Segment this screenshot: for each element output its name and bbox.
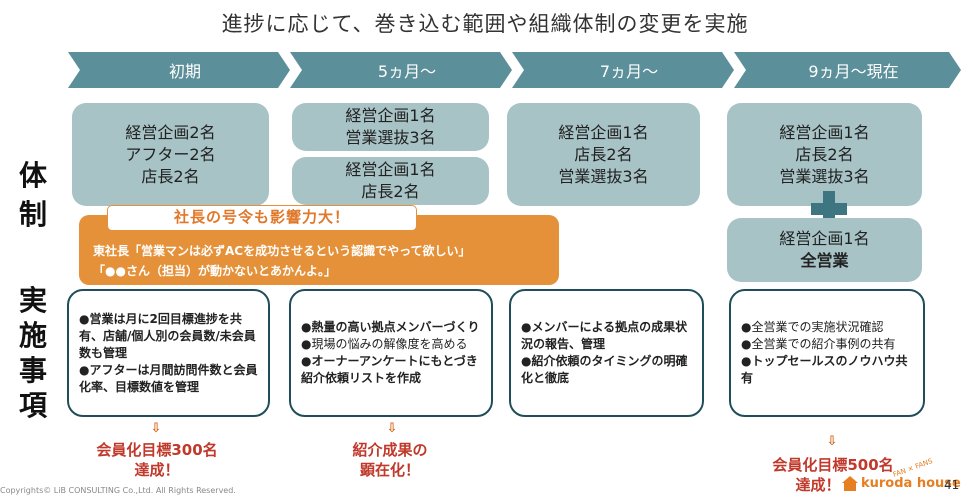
structure-5m-top: 経営企画1名 営業選抜3名 bbox=[292, 103, 489, 151]
down-arrow-icon: ⇩ bbox=[826, 434, 838, 449]
phase-chevron-7m bbox=[512, 52, 734, 88]
down-arrow-icon: ⇩ bbox=[386, 421, 398, 436]
action-item: ●熱量の高い拠点メンバーづくり bbox=[301, 320, 480, 334]
label-actions-char: 実 bbox=[18, 284, 47, 317]
result-line: 顕在化！ bbox=[359, 461, 420, 479]
phase-label-9m: 9ヵ月〜現在 bbox=[808, 62, 899, 81]
result-line: 紹介成果の bbox=[352, 441, 428, 459]
result-line: 会員化目標500名 bbox=[772, 456, 894, 474]
house-icon bbox=[842, 476, 858, 491]
structure-7m: 経営企画1名 店長2名 営業選抜3名 bbox=[507, 103, 700, 206]
action-item: ●紹介依頼のタイミングの明確化と徹底 bbox=[521, 354, 688, 385]
structure-line: アフター2名 bbox=[125, 144, 216, 164]
actions-9m: ●全営業での実施状況確認 ●全営業での紹介事例の共有 ●トップセールスのノウハウ… bbox=[729, 289, 925, 417]
actions-7m: ●メンバーによる拠点の成果状況の報告、管理 ●紹介依頼のタイミングの明確化と徹底 bbox=[509, 289, 704, 417]
brand-name: kuroda house bbox=[861, 476, 961, 491]
action-item: ●メンバーによる拠点の成果状況の報告、管理 bbox=[521, 320, 688, 351]
label-structure-char: 体 bbox=[18, 159, 47, 192]
action-item: ●アフターは月間訪問件数と会員化率、目標数値を管理 bbox=[79, 362, 258, 394]
label-structure: 体 制 bbox=[16, 158, 50, 232]
structure-line: 店長2名 bbox=[574, 144, 633, 164]
structure-line: 経営企画1名 bbox=[779, 229, 870, 248]
action-item: ●全営業での紹介事例の共有 bbox=[741, 337, 896, 351]
structure-line: 全営業 bbox=[800, 251, 849, 270]
structure-line: 営業選抜3名 bbox=[345, 128, 436, 147]
label-structure-char: 制 bbox=[18, 198, 47, 231]
phase-label-5m: 5ヵ月〜 bbox=[377, 62, 437, 81]
structure-line: 店長2名 bbox=[141, 166, 200, 186]
structure-9m-top: 経営企画1名 店長2名 営業選抜3名 bbox=[727, 103, 922, 206]
result-5m: 紹介成果の 顕在化！ bbox=[315, 440, 465, 480]
label-actions-char: 事 bbox=[18, 354, 47, 387]
structure-initial: 経営企画2名 アフター2名 店長2名 bbox=[72, 103, 269, 206]
structure-line: 店長2名 bbox=[361, 182, 420, 201]
president-callout-title: 社長の号令も影響力大！ bbox=[107, 205, 417, 231]
structure-line: 経営企画2名 bbox=[125, 122, 216, 142]
action-item: ●トップセールスのノウハウ共有 bbox=[741, 354, 908, 385]
structure-line: 経営企画1名 bbox=[558, 122, 649, 142]
actions-initial: ●営業は月に2回目標進捗を共有、店舗/個人別の会員数/未会員数も管理 ●アフター… bbox=[67, 289, 270, 417]
label-actions-char: 項 bbox=[18, 389, 47, 422]
structure-line: 経営企画1名 bbox=[779, 122, 870, 142]
phase-label-7m: 7ヵ月〜 bbox=[599, 62, 659, 81]
structure-line: 店長2名 bbox=[795, 144, 854, 164]
copyright-text: Copyrights© LiB CONSULTING Co.,Ltd. All … bbox=[0, 486, 236, 495]
label-actions-char: 施 bbox=[18, 319, 47, 352]
action-item: ●営業は月に2回目標進捗を共有、店舗/個人別の会員数/未会員数も管理 bbox=[79, 311, 256, 360]
phase-chevrons bbox=[68, 52, 961, 88]
president-quote-2: 「●●さん（担当）が動かないとあかんよ。」 bbox=[93, 264, 336, 278]
action-item: ●オーナーアンケートにもとづき紹介依頼リストを作成 bbox=[301, 354, 478, 385]
result-line: 達成！ bbox=[134, 461, 180, 479]
phase-label-initial: 初期 bbox=[168, 62, 201, 81]
action-item: ●全営業での実施状況確認 bbox=[741, 320, 884, 334]
structure-line: 営業選抜3名 bbox=[779, 166, 870, 186]
slide-title: 進捗に応じて、巻き込む範囲や組織体制の変更を実施 bbox=[221, 12, 749, 36]
result-initial: 会員化目標300名 達成！ bbox=[72, 440, 242, 480]
phase-chevron-9m bbox=[734, 52, 961, 88]
structure-line: 経営企画1名 bbox=[345, 160, 436, 179]
action-item: ●現場の悩みの解像度を高める bbox=[301, 337, 468, 351]
actions-5m: ●熱量の高い拠点メンバーづくり ●現場の悩みの解像度を高める ●オーナーアンケー… bbox=[289, 289, 493, 417]
brand-logo: kuroda house FAN × FANS bbox=[842, 457, 961, 491]
label-actions: 実 施 事 項 bbox=[16, 283, 50, 423]
phase-chevron-initial bbox=[68, 52, 290, 88]
down-arrow-icon: ⇩ bbox=[150, 421, 162, 436]
structure-9m-bottom: 経営企画1名 全営業 bbox=[727, 218, 922, 282]
president-quote-1: 東社長「営業マンは必ずACを成功させるという認識でやって欲しい」 bbox=[93, 244, 471, 258]
phase-chevron-5m bbox=[290, 52, 512, 88]
structure-line: 営業選抜3名 bbox=[558, 166, 649, 186]
result-9m: 会員化目標500名 達成！ bbox=[748, 455, 918, 495]
structure-line: 経営企画1名 bbox=[345, 106, 436, 125]
structure-5m-bottom: 経営企画1名 店長2名 bbox=[292, 157, 489, 205]
result-line: 会員化目標300名 bbox=[96, 441, 218, 459]
page-number: 41 bbox=[944, 478, 960, 492]
phase-timeline: 初期 5ヵ月〜 7ヵ月〜 9ヵ月〜現在 bbox=[68, 52, 961, 88]
result-line: 達成！ bbox=[795, 476, 841, 494]
